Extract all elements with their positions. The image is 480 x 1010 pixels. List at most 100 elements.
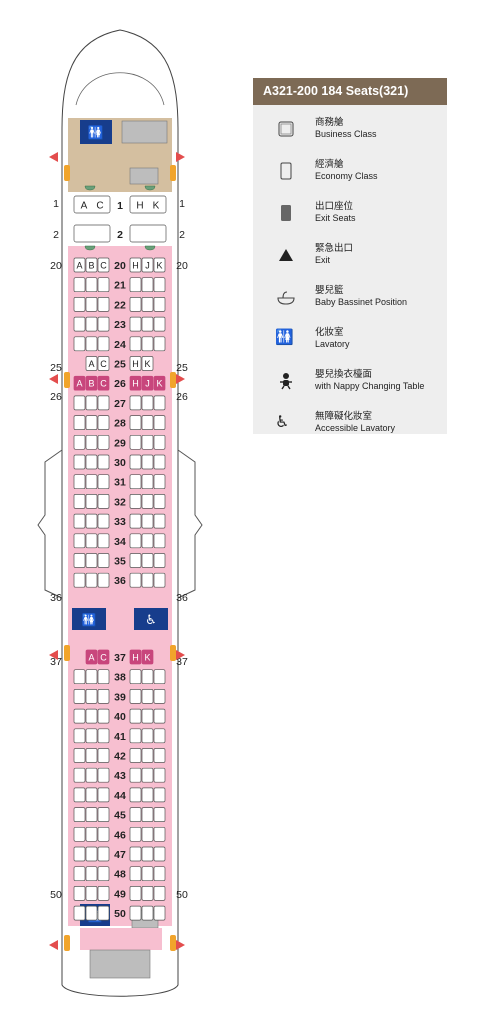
seat-50 <box>129 905 142 921</box>
seat-45 <box>129 807 142 822</box>
side-row-label-right: 36 <box>176 592 188 604</box>
row-number: 31 <box>114 477 126 489</box>
side-row-label-right: 37 <box>176 656 188 668</box>
front-lavatory-icon: 🚻 <box>88 125 104 141</box>
row-number: 35 <box>114 556 126 568</box>
seat-20B <box>85 257 98 273</box>
seat-24 <box>85 336 98 352</box>
bassinet-icon <box>84 185 96 191</box>
exit-arrow-right <box>176 650 185 660</box>
legend-zh: 嬰兒籃 <box>315 285 344 296</box>
seat-36 <box>129 572 142 588</box>
row-number: 36 <box>114 575 126 587</box>
seat-45 <box>73 807 86 822</box>
seat-26A <box>73 375 86 391</box>
seat-38 <box>141 669 154 685</box>
legend-title: A321-200 184 Seats(321) <box>253 78 447 105</box>
row-number: 40 <box>114 711 126 723</box>
rear-galley <box>80 928 162 950</box>
bassinet-icon <box>277 291 295 305</box>
seat-41 <box>85 728 98 744</box>
seat-21 <box>129 277 142 293</box>
door-marker <box>64 165 70 181</box>
mid-lavatory-icon: 🚻 <box>82 613 97 627</box>
economy-seat-icon <box>280 162 292 180</box>
seat-38 <box>85 669 98 685</box>
seat-23 <box>129 316 142 332</box>
seat-42 <box>129 748 142 763</box>
seat-45 <box>97 807 110 822</box>
seat-letter: H <box>132 379 139 389</box>
row-number: 30 <box>114 457 126 469</box>
seat-48 <box>153 866 166 882</box>
legend-panel: A321-200 184 Seats(321) 商務艙 Business Cla… <box>253 78 447 434</box>
seat-44 <box>129 787 142 803</box>
exit-arrow-left <box>49 374 58 384</box>
row-number: 50 <box>114 908 126 920</box>
seat-47 <box>97 846 110 862</box>
seat-28 <box>129 415 142 430</box>
seat-letter: K <box>153 201 160 212</box>
legend-zh: 無障礙化妝室 <box>315 411 373 422</box>
seat-map: 🚻 🚻 ♿ 🚻 ACHK12ABCHJK2021222324ACHK25ABCH… <box>37 29 203 997</box>
legend-item-accessible: ♿ 無障礙化妝室 Accessible Lavatory <box>253 406 447 446</box>
legend-zh: 商務艙 <box>315 117 344 128</box>
seat-letter: A <box>76 261 82 271</box>
side-row-label-right: 1 <box>179 198 185 210</box>
row-number: 20 <box>114 260 126 272</box>
mid-lavatory-right <box>134 608 168 630</box>
seat-35 <box>73 553 86 568</box>
row-number: 39 <box>114 691 126 703</box>
seat-32 <box>141 494 154 509</box>
seat-35 <box>153 553 166 568</box>
seat-48 <box>129 866 142 882</box>
seat-21 <box>97 277 110 293</box>
row-number: 22 <box>114 299 126 311</box>
row-number: 38 <box>114 672 126 684</box>
business-seat-pair-right-1 <box>129 195 167 214</box>
legend-en: Exit Seats <box>315 213 356 223</box>
seat-47 <box>141 846 154 862</box>
seat-29 <box>73 434 86 450</box>
side-row-label-left: 25 <box>50 362 62 374</box>
seat-29 <box>97 434 110 450</box>
door-marker <box>170 372 176 388</box>
seat-36 <box>153 572 166 588</box>
legend-zh: 出口座位 <box>315 201 354 212</box>
seat-23 <box>141 316 154 332</box>
seat-23 <box>73 316 86 332</box>
seat-48 <box>73 866 86 882</box>
row-number: 27 <box>114 398 126 410</box>
seat-letter: K <box>144 653 150 663</box>
seat-33 <box>97 513 110 529</box>
legend-item-exit: 緊急出口 Exit <box>253 238 447 278</box>
seat-20K <box>153 257 166 273</box>
seat-28 <box>153 415 166 430</box>
seat-letter: A <box>76 379 82 389</box>
seat-21 <box>73 277 86 293</box>
seat-44 <box>73 787 86 803</box>
right-wing <box>177 449 203 599</box>
seat-letter: K <box>156 379 162 389</box>
seat-43 <box>141 767 154 783</box>
legend-item-baby-changing: 嬰兒換衣檯面 with Nappy Changing Table <box>253 364 447 404</box>
seat-46 <box>73 826 86 842</box>
seat-37A <box>85 649 98 665</box>
seat-22 <box>85 297 98 312</box>
side-row-label-left: 2 <box>53 229 59 241</box>
door-marker <box>170 165 176 181</box>
row-number: 41 <box>114 731 126 743</box>
seat-47 <box>85 846 98 862</box>
business-seat-pair-left-2 <box>73 224 111 243</box>
seat-letter: K <box>156 261 162 271</box>
seat-26H <box>129 375 142 391</box>
side-row-label-left: 36 <box>50 592 62 604</box>
seat-24 <box>97 336 110 352</box>
seat-33 <box>85 513 98 529</box>
seat-32 <box>153 494 166 509</box>
seat-27 <box>129 395 142 411</box>
seat-49 <box>129 886 142 901</box>
seat-41 <box>129 728 142 744</box>
row-number: 24 <box>114 339 126 351</box>
seat-letter: H <box>132 359 139 369</box>
